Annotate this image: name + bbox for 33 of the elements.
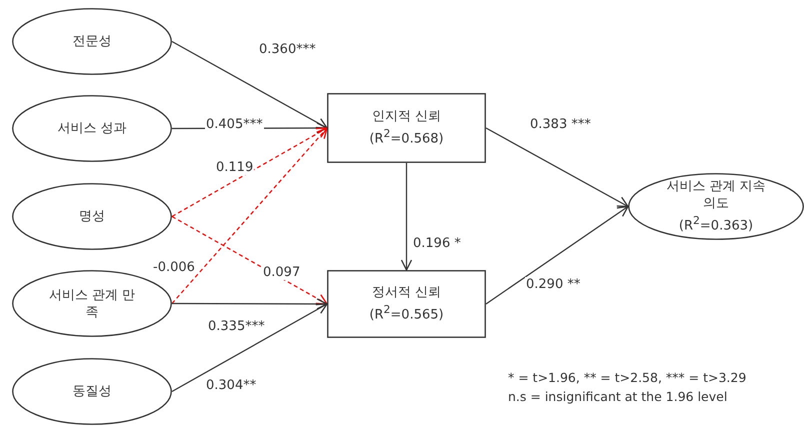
arrow — [486, 127, 629, 208]
arrow — [172, 40, 328, 129]
dashed-arrow — [172, 127, 328, 218]
arrow — [172, 303, 328, 392]
arrow — [486, 206, 629, 304]
construct-ellipse — [12, 8, 172, 75]
construct-box — [327, 270, 486, 338]
construct-ellipse — [12, 270, 172, 337]
construct-ellipse — [628, 173, 804, 240]
dashed-arrow — [172, 216, 328, 305]
construct-ellipse — [12, 358, 172, 425]
construct-label: 서비스 관계 지속의도 — [665, 178, 767, 212]
construct-label: 인지적 신뢰 — [372, 108, 442, 126]
significance-note: * = t>1.96, ** = t>2.58, *** = t>3.29 — [508, 369, 746, 387]
edge-label: 0.119 — [215, 160, 254, 175]
construct-label: 명성 — [79, 208, 105, 225]
construct-label: 서비스 성과 — [57, 120, 127, 137]
construct-label: 서비스 관계 만족 — [48, 286, 136, 320]
construct-box — [327, 93, 486, 163]
arrow — [172, 298, 328, 310]
construct-ellipse — [12, 95, 172, 162]
construct-ellipse — [12, 183, 172, 250]
construct-label: 전문성 — [72, 33, 112, 50]
r-squared-label: (R$^{2}$=0.363) — [678, 213, 754, 235]
construct-label: 정서적 신뢰 — [372, 284, 442, 302]
edge-label: 0.405*** — [205, 117, 264, 132]
r-squared-label: (R$^{2}$=0.568) — [369, 126, 444, 148]
construct-label: 동질성 — [72, 383, 112, 400]
edge-label: 0.097 — [262, 265, 302, 280]
significance-note: n.s = insignificant at the 1.96 level — [508, 388, 728, 406]
r-squared-label: (R$^{2}$=0.565) — [369, 302, 444, 324]
arrow — [400, 163, 412, 271]
dashed-arrow — [172, 127, 328, 304]
